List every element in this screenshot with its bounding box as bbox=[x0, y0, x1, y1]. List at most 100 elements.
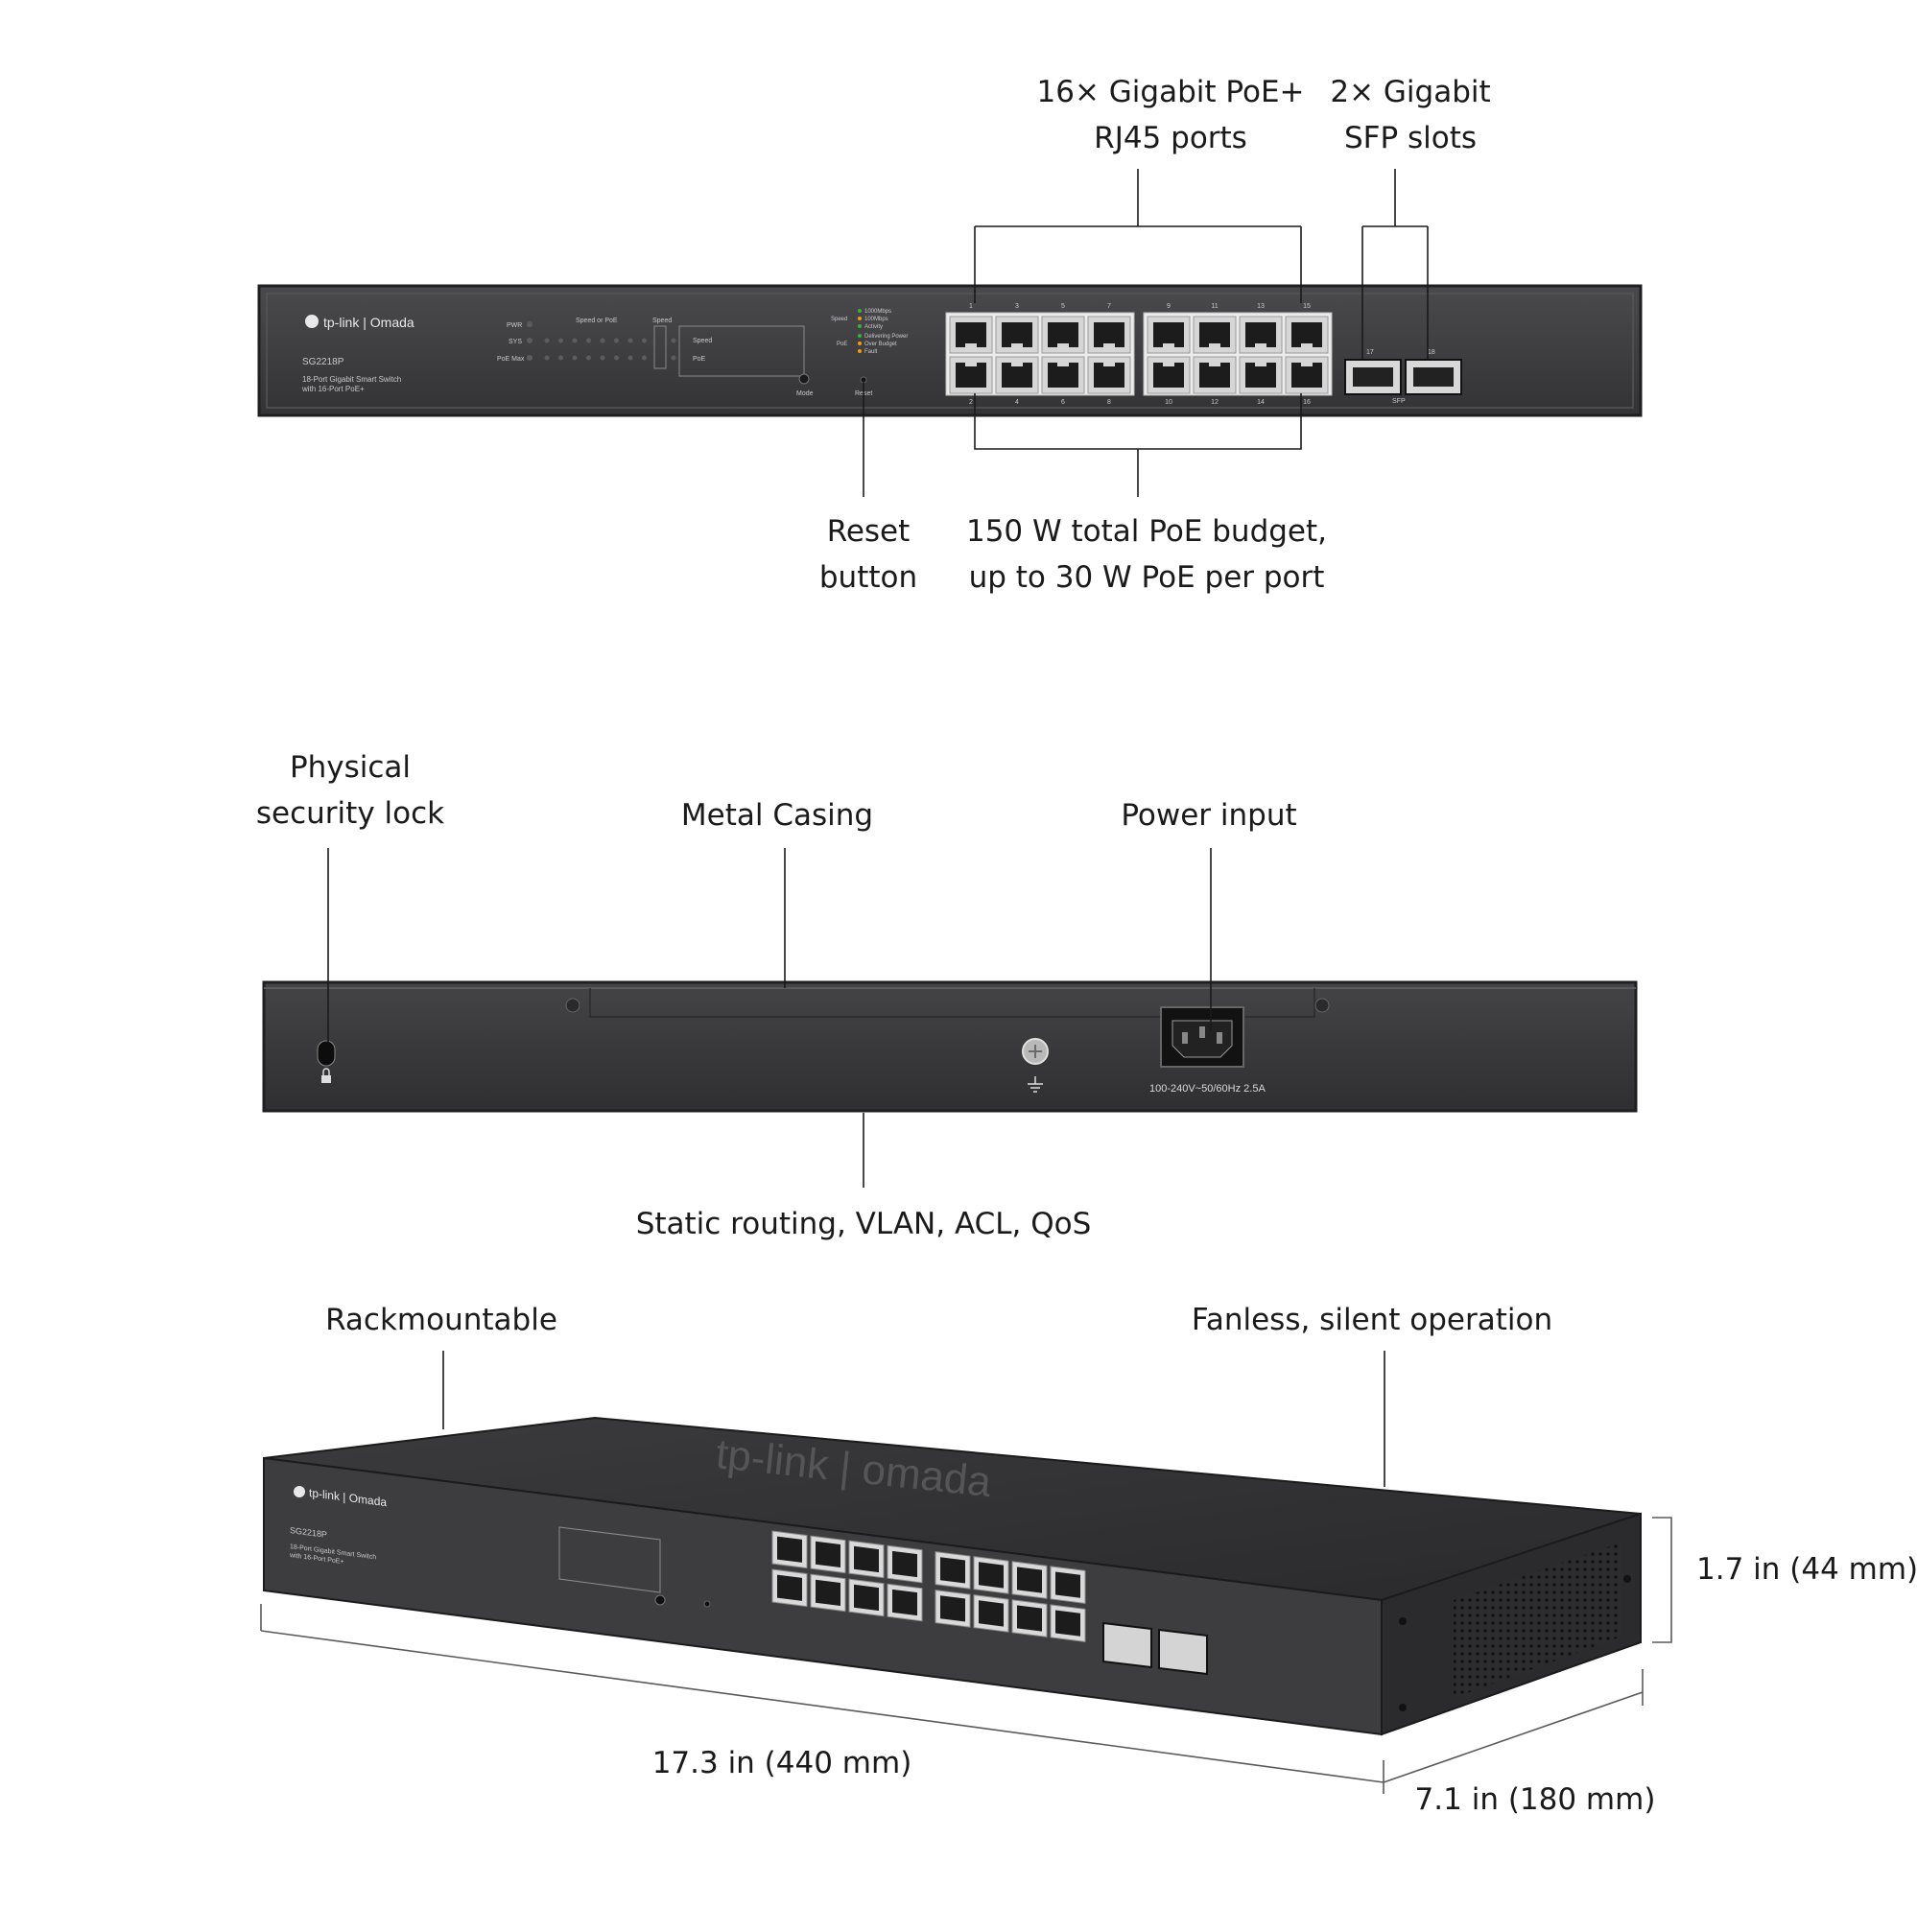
power-pin-ground bbox=[1199, 1026, 1205, 1038]
legend-dot-fault bbox=[858, 349, 862, 353]
perspective-sfp-slots bbox=[1102, 1621, 1208, 1676]
port-number-top: 13 bbox=[1257, 303, 1265, 310]
rj45-port-opening bbox=[1002, 363, 1032, 388]
dimension-width-text: 17.3 in (440 mm) bbox=[651, 1746, 912, 1780]
perspective-sfp-17 bbox=[1102, 1621, 1152, 1669]
rj45-port-tab bbox=[1057, 343, 1069, 349]
front-callout-lines bbox=[863, 169, 1429, 497]
speed-poe-panel bbox=[678, 325, 805, 377]
legend-activity: Activity bbox=[864, 324, 883, 330]
callout-rackmountable-text: Rackmountable bbox=[325, 1303, 557, 1337]
mode-label: Mode bbox=[796, 390, 814, 397]
led-port-top bbox=[544, 338, 550, 343]
perspective-rj45-opening bbox=[854, 1584, 879, 1612]
rj45-port-tab bbox=[1255, 343, 1266, 349]
led-port-top bbox=[600, 338, 605, 343]
security-lock-slot bbox=[317, 1040, 336, 1067]
ground-screw-slot bbox=[1029, 1045, 1042, 1058]
perspective-view: tp-link | omada tp-link | Omada SG2218P … bbox=[260, 1351, 1672, 1794]
dimension-depth-text: 7.1 in (180 mm) bbox=[1414, 1782, 1656, 1817]
callout-poe-budget-line1: 150 W total PoE budget, bbox=[965, 514, 1328, 549]
led-port-bottom bbox=[600, 355, 605, 361]
led-port-top bbox=[586, 338, 591, 343]
callout-rackmountable: Rackmountable bbox=[321, 1297, 561, 1343]
callout-features: Static routing, VLAN, ACL, QoS bbox=[633, 1201, 1094, 1247]
perspective-model-label: SG2218P bbox=[290, 1525, 327, 1540]
led-poe-max bbox=[527, 355, 532, 361]
perspective-sfp-18 bbox=[1158, 1628, 1208, 1676]
perspective-rj45-opening bbox=[1055, 1610, 1080, 1637]
port-number-bottom: 8 bbox=[1107, 399, 1111, 406]
rj45-port-opening bbox=[1153, 322, 1184, 347]
rj45-port-tab bbox=[1301, 361, 1313, 366]
port-number-bottom: 4 bbox=[1015, 399, 1019, 406]
led-label-sys: SYS bbox=[509, 339, 522, 345]
perspective-reset-hole-icon bbox=[703, 1600, 711, 1608]
callout-security-lock: Physical security lock bbox=[240, 744, 461, 836]
poe-legend: Delivering Power Over Budget Fault bbox=[858, 334, 908, 355]
legend-dot-delivering bbox=[858, 334, 862, 338]
led-port-bottom bbox=[642, 355, 647, 361]
callout-sfp-slots-line1: 2× Gigabit bbox=[1330, 75, 1491, 109]
legend-1000mbps: 1000Mbps bbox=[864, 309, 891, 315]
brand-text: tp-link | Omada bbox=[323, 315, 414, 330]
rj45-port-opening bbox=[1245, 322, 1276, 347]
led-port-bottom bbox=[627, 355, 633, 361]
speed-legend: 1000Mbps 100Mbps Activity bbox=[858, 309, 891, 330]
rj45-port-opening bbox=[1094, 322, 1124, 347]
port-number-bottom: 10 bbox=[1165, 399, 1172, 406]
side-screw-3-icon bbox=[1623, 1575, 1631, 1583]
ground-symbol-icon bbox=[1028, 1076, 1043, 1093]
rj45-port-opening bbox=[1291, 363, 1322, 388]
sfp-number-17: 17 bbox=[1366, 349, 1374, 356]
led-port-top bbox=[614, 338, 619, 343]
port-number-top: 5 bbox=[1061, 303, 1065, 310]
led-array bbox=[527, 321, 676, 369]
led-port-top bbox=[642, 338, 647, 343]
rj45-port-opening bbox=[1048, 322, 1078, 347]
perspective-callout-lines bbox=[442, 1351, 1385, 1487]
sfp-label: SFP bbox=[1392, 398, 1406, 405]
led-label-speed-or-poe: Speed or PoE bbox=[576, 318, 618, 324]
led-sfp-box bbox=[653, 325, 667, 369]
rear-screw-left-icon bbox=[565, 998, 580, 1013]
dimension-line-height bbox=[1652, 1517, 1672, 1643]
callout-poe-ports-line2: RJ45 ports bbox=[1094, 121, 1247, 155]
callout-reset-line2: button bbox=[818, 560, 918, 595]
legend-100mbps: 100Mbps bbox=[864, 317, 888, 322]
description-line2: with 16-Port PoE+ bbox=[301, 385, 365, 393]
dimension-width: 17.3 in (440 mm) bbox=[638, 1740, 926, 1786]
rj45-port-opening bbox=[1048, 363, 1078, 388]
callout-fanless: Fanless, silent operation bbox=[1190, 1297, 1554, 1343]
legend-dot-activity bbox=[858, 324, 862, 328]
led-port-top bbox=[627, 338, 633, 343]
tp-link-logo-icon bbox=[305, 315, 319, 328]
power-rating-label: 100-240V~50/60Hz 2.5A bbox=[1149, 1083, 1266, 1095]
port-number-top: 3 bbox=[1015, 303, 1019, 310]
rj45-port-tab bbox=[1011, 343, 1023, 349]
line-poe-ports-bracket bbox=[974, 169, 1302, 303]
callout-poe-ports-line1: 16× Gigabit PoE+ bbox=[1036, 75, 1305, 109]
legend-group-speed: Speed bbox=[831, 317, 847, 322]
port-number-bottom: 16 bbox=[1303, 399, 1311, 406]
rj45-port-tab bbox=[1011, 361, 1023, 366]
perspective-rj45-opening bbox=[940, 1595, 965, 1622]
dimension-line-width bbox=[260, 1604, 1384, 1794]
perspective-rj45-opening bbox=[940, 1557, 965, 1584]
rj45-port-tab bbox=[965, 361, 977, 366]
callout-security-lock-line1: Physical bbox=[289, 750, 412, 785]
panel-label-poe: PoE bbox=[693, 356, 706, 363]
rj45-port-opening bbox=[1094, 363, 1124, 388]
led-port-top bbox=[572, 338, 578, 343]
rj45-port-opening bbox=[1199, 322, 1230, 347]
rj45-port-tab bbox=[1163, 343, 1174, 349]
perspective-rj45-opening bbox=[1017, 1605, 1042, 1632]
rear-callout-lines bbox=[327, 848, 1212, 1188]
front-bezel-line bbox=[266, 293, 1634, 409]
callout-sfp-slots-line2: SFP slots bbox=[1343, 121, 1478, 155]
rear-chassis bbox=[262, 980, 1638, 1113]
callout-security-lock-line2: security lock bbox=[255, 796, 445, 831]
rj45-port-opening bbox=[1199, 363, 1230, 388]
